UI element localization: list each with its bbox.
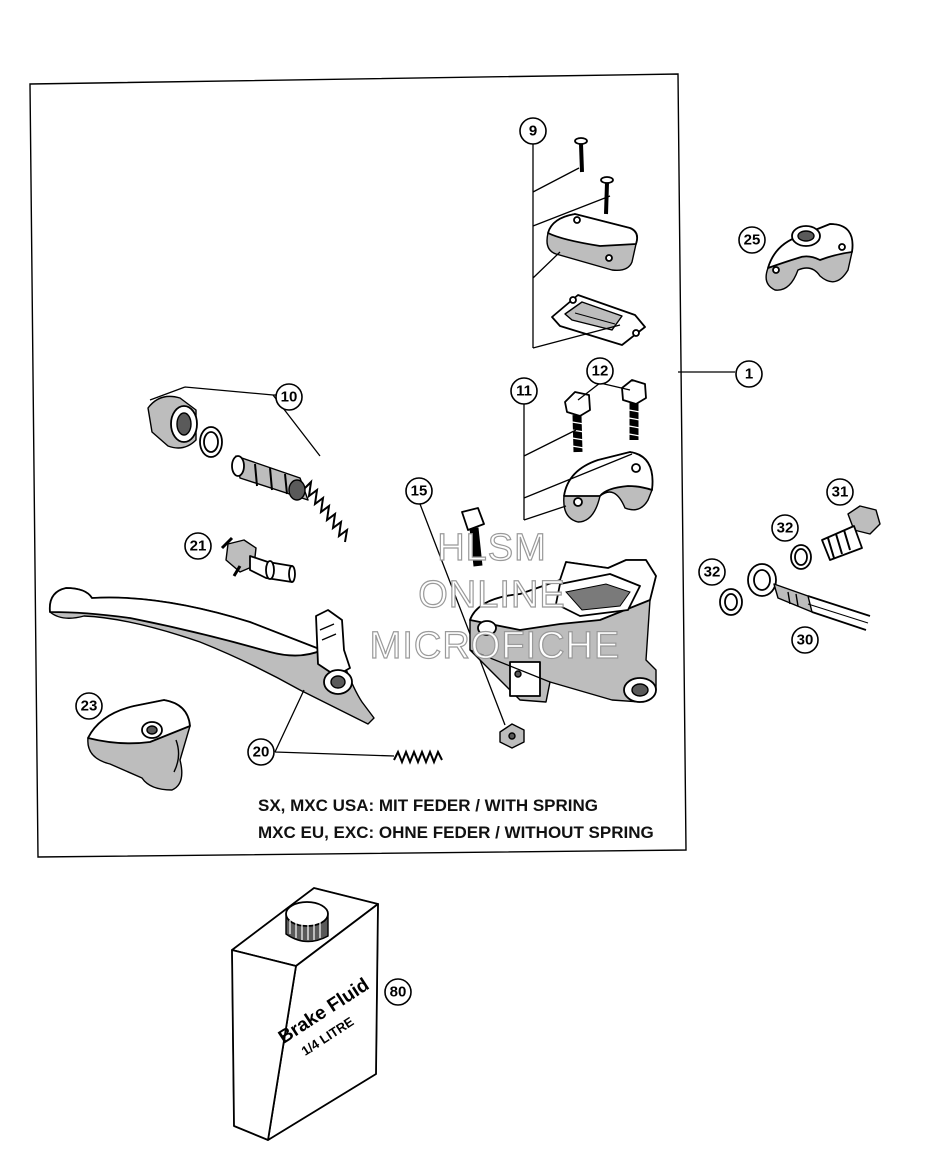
cover-screw	[574, 137, 588, 173]
banjo-bolt	[821, 505, 881, 561]
svg-text:30: 30	[797, 632, 814, 649]
callout-12: 12	[586, 357, 614, 385]
svg-text:32: 32	[777, 520, 794, 537]
adjuster-screw	[220, 536, 296, 583]
handlebar-clamp-11	[563, 451, 654, 523]
bottle-cap	[285, 901, 329, 943]
watermark-line-3: MICROFICHE	[370, 625, 621, 667]
callout-31: 31	[826, 478, 854, 506]
reservoir-cover	[546, 213, 639, 272]
callout-25: 25	[738, 226, 766, 254]
brake-fluid-bottle: Brake Fluid 1/4 LITRE	[231, 887, 379, 1141]
watermark-line-1: HLSM	[437, 527, 547, 569]
handlebar-clamp-25	[765, 223, 854, 291]
callout-1: 1	[735, 360, 763, 388]
pivot-nut	[499, 723, 525, 749]
callout-32-lower: 32	[698, 558, 726, 586]
svg-text:15: 15	[411, 483, 428, 500]
callout-15: 15	[405, 477, 433, 505]
svg-text:10: 10	[281, 389, 298, 406]
svg-text:1: 1	[745, 366, 753, 383]
pivot-bolt	[461, 507, 485, 567]
assembly-frame	[29, 73, 687, 858]
svg-text:9: 9	[529, 123, 537, 140]
cover-screw	[600, 176, 614, 215]
reservoir-cover-group	[532, 137, 646, 349]
brake-lever	[48, 587, 375, 725]
clamp-bolts-group	[523, 379, 654, 523]
svg-text:23: 23	[81, 698, 98, 715]
callout-10: 10	[275, 383, 303, 411]
piston-spring	[304, 479, 349, 543]
svg-text:11: 11	[516, 383, 532, 400]
sealing-washer	[790, 544, 812, 570]
svg-text:20: 20	[253, 744, 270, 761]
callout-20: 20	[247, 738, 275, 766]
note-line-2: MXC EU, EXC: OHNE FEDER / WITHOUT SPRING	[258, 823, 654, 842]
lever-guard	[87, 699, 191, 791]
clamp-bolt	[621, 379, 647, 440]
watermark-line-2: ONLINE	[418, 574, 565, 616]
brake-hose	[747, 563, 871, 631]
clamp-bolt	[564, 391, 591, 453]
dust-boot	[147, 395, 198, 449]
note-line-1: SX, MXC USA: MIT FEDER / WITH SPRING	[258, 796, 598, 815]
svg-text:80: 80	[390, 984, 407, 1001]
master-cylinder-body	[469, 559, 657, 703]
svg-text:12: 12	[592, 363, 609, 380]
callout-23: 23	[75, 692, 103, 720]
reservoir-diaphragm	[551, 294, 646, 346]
callout-32-upper: 32	[771, 514, 799, 542]
piston	[231, 455, 309, 501]
svg-text:25: 25	[744, 232, 761, 249]
circlip	[199, 426, 223, 458]
sealing-washer	[719, 588, 743, 616]
callout-21: 21	[184, 532, 212, 560]
piston-kit-group	[147, 386, 349, 543]
callout-80: 80	[384, 978, 412, 1006]
callout-30: 30	[791, 626, 819, 654]
callout-9: 9	[519, 117, 547, 145]
svg-text:21: 21	[190, 538, 207, 555]
svg-text:32: 32	[704, 564, 721, 581]
lever-spring	[393, 749, 443, 765]
callout-11: 11	[510, 377, 538, 405]
watermark: HLSM ONLINE MICROFICHE	[369, 526, 621, 667]
svg-text:31: 31	[832, 484, 849, 501]
